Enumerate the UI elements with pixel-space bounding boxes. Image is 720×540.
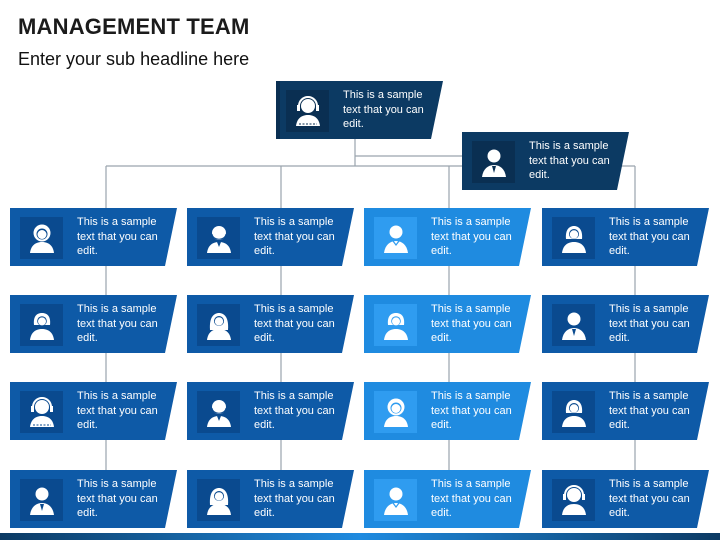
icon-container xyxy=(552,217,595,259)
woman-short-hair-icon xyxy=(561,226,586,253)
node-text: This is a sample text that you can edit. xyxy=(254,390,335,431)
woman-curly-icon xyxy=(383,398,408,427)
icon-container xyxy=(286,90,329,132)
node-text: This is a sample text that you can edit. xyxy=(431,216,512,257)
woman-long-hair-icon xyxy=(206,313,231,340)
org-node-r1c1[interactable]: This is a sample text that you can edit. xyxy=(10,208,177,266)
page-subtitle: Enter your sub headline here xyxy=(18,49,250,69)
icon-container xyxy=(20,304,63,346)
icon-container xyxy=(552,304,595,346)
page-title: MANAGEMENT TEAM xyxy=(18,14,250,39)
man-suit-icon xyxy=(481,149,506,177)
org-node-r3c3[interactable]: This is a sample text that you can edit. xyxy=(364,382,531,440)
icon-container xyxy=(197,217,240,259)
man-suit-icon xyxy=(561,312,586,340)
woman-curly-icon xyxy=(29,224,54,253)
icon-container xyxy=(374,391,417,433)
icon-container xyxy=(374,304,417,346)
org-node-assistant[interactable]: This is a sample text that you can edit. xyxy=(462,132,629,190)
node-text: This is a sample text that you can edit. xyxy=(77,478,158,519)
node-text: This is a sample text that you can edit. xyxy=(609,216,690,257)
org-node-r1c3[interactable]: This is a sample text that you can edit. xyxy=(364,208,531,266)
icon-container xyxy=(552,391,595,433)
org-node-r2c1[interactable]: This is a sample text that you can edit. xyxy=(10,295,177,353)
org-node-r3c1[interactable]: This is a sample text that you can edit. xyxy=(10,382,177,440)
node-text: This is a sample text that you can edit. xyxy=(529,140,610,181)
node-text: This is a sample text that you can edit. xyxy=(431,478,512,519)
node-text: This is a sample text that you can edit. xyxy=(609,390,690,431)
woman-headset-icon xyxy=(29,397,54,427)
icon-container xyxy=(197,391,240,433)
node-text: This is a sample text that you can edit. xyxy=(431,390,512,431)
woman-bob-icon xyxy=(29,313,54,340)
icon-container xyxy=(20,217,63,259)
org-node-r2c3[interactable]: This is a sample text that you can edit. xyxy=(364,295,531,353)
org-node-r2c2[interactable]: This is a sample text that you can edit. xyxy=(187,295,354,353)
bottom-accent-bar xyxy=(0,533,720,540)
woman-headset-icon xyxy=(561,485,586,515)
org-node-r4c2[interactable]: This is a sample text that you can edit. xyxy=(187,470,354,528)
icon-container xyxy=(374,217,417,259)
woman-long-hair-icon xyxy=(206,488,231,515)
node-text: This is a sample text that you can edit. xyxy=(343,89,424,130)
node-text: This is a sample text that you can edit. xyxy=(254,478,335,519)
node-text: This is a sample text that you can edit. xyxy=(77,303,158,344)
org-node-r4c1[interactable]: This is a sample text that you can edit. xyxy=(10,470,177,528)
node-text: This is a sample text that you can edit. xyxy=(77,390,158,431)
org-node-r4c4[interactable]: This is a sample text that you can edit. xyxy=(542,470,709,528)
org-node-r3c2[interactable]: This is a sample text that you can edit. xyxy=(187,382,354,440)
org-node-top[interactable]: This is a sample text that you can edit. xyxy=(276,81,443,139)
man-icon xyxy=(383,487,408,515)
icon-container xyxy=(197,304,240,346)
org-node-r4c3[interactable]: This is a sample text that you can edit. xyxy=(364,470,531,528)
icon-container xyxy=(20,479,63,521)
node-text: This is a sample text that you can edit. xyxy=(254,303,335,344)
org-node-r1c2[interactable]: This is a sample text that you can edit. xyxy=(187,208,354,266)
woman-short-hair-icon xyxy=(561,400,586,427)
org-node-r2c4[interactable]: This is a sample text that you can edit. xyxy=(542,295,709,353)
man-beard-icon xyxy=(206,400,231,427)
icon-container xyxy=(197,479,240,521)
org-node-r3c4[interactable]: This is a sample text that you can edit. xyxy=(542,382,709,440)
node-text: This is a sample text that you can edit. xyxy=(77,216,158,257)
node-text: This is a sample text that you can edit. xyxy=(254,216,335,257)
node-text: This is a sample text that you can edit. xyxy=(609,478,690,519)
org-node-r1c4[interactable]: This is a sample text that you can edit. xyxy=(542,208,709,266)
man-icon xyxy=(383,225,408,253)
icon-container xyxy=(20,391,63,433)
woman-bob-icon xyxy=(383,313,408,340)
man-suit-icon xyxy=(29,487,54,515)
node-text: This is a sample text that you can edit. xyxy=(431,303,512,344)
icon-container xyxy=(552,479,595,521)
icon-container xyxy=(472,141,515,183)
node-text: This is a sample text that you can edit. xyxy=(609,303,690,344)
icon-container xyxy=(374,479,417,521)
man-beard-icon xyxy=(206,226,231,253)
woman-headset-icon xyxy=(295,96,320,126)
